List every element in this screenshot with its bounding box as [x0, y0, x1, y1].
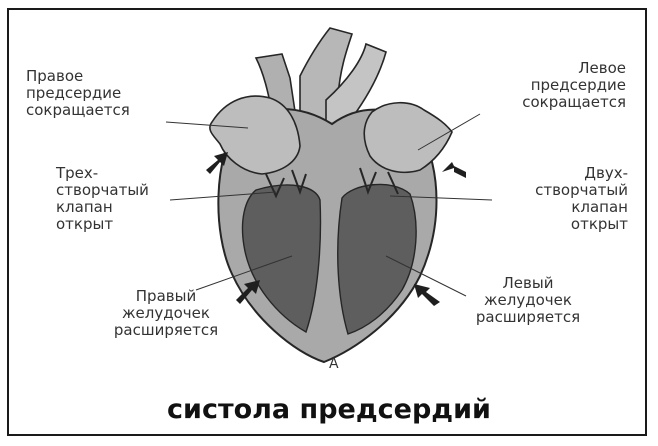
label-right-atrium: Правое предсердие сокращается	[26, 68, 130, 119]
arrow-in-left-atrium	[442, 162, 466, 178]
label-right-ventricle: Правый желудочек расширяется	[86, 288, 246, 339]
label-bicuspid-valve: Двух- створчатый клапан открыт	[498, 165, 628, 233]
left-ventricle-chamber	[338, 184, 416, 334]
label-left-atrium: Левое предсердие сокращается	[502, 60, 626, 111]
label-left-ventricle: Левый желудочек расширяется	[450, 275, 606, 326]
figure-caption: систола предсердий	[0, 394, 658, 425]
figure-letter: А	[329, 356, 339, 372]
arrow-out-left-ventricle	[414, 284, 440, 306]
label-tricuspid-valve: Трех- створчатый клапан открыт	[56, 165, 149, 233]
